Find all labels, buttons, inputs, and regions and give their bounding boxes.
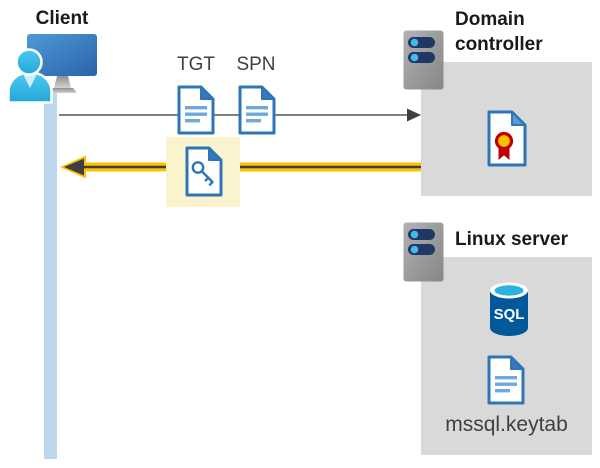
person-head [15,48,43,76]
response-arrowhead [64,158,84,176]
domain-controller-title: Domain controller [455,9,543,55]
certificate-icon [487,110,527,167]
client-timeline-bar [44,92,57,459]
person-collar [23,74,37,88]
tgt-document-icon [177,85,215,135]
client-workstation-icon [7,34,97,104]
response-arrow [60,155,422,179]
monitor-base [48,88,77,93]
spn-document-icon [238,85,276,135]
sql-badge-text: SQL [494,306,525,323]
linux-server-icon [403,222,444,282]
sql-database-icon: SQL [490,282,528,336]
certificate-rosette [494,131,514,151]
monitor-stand [54,76,71,88]
monitor-screen [27,34,97,76]
linux-server-title: Linux server [455,229,568,250]
certificate-ribbon [498,147,510,160]
key-icon [191,161,205,174]
request-arrowhead [407,108,421,122]
domain-controller-server-icon [403,30,444,90]
client-title: Client [35,8,89,29]
keytab-file-label: mssql.keytab [445,413,568,436]
keytab-key-document-icon [185,146,223,197]
tgt-label: TGT [177,54,215,75]
keytab-document-icon [487,355,525,405]
spn-label: SPN [236,54,276,75]
request-arrow [59,108,421,122]
